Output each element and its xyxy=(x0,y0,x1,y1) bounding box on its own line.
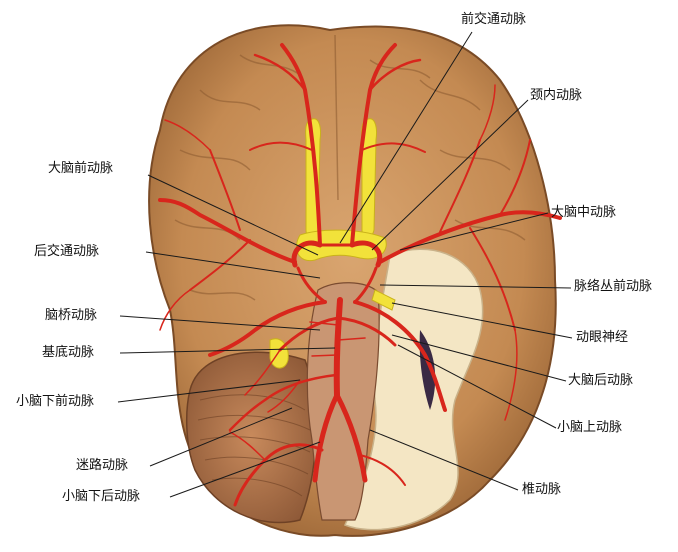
label-anterior-inferior-cerebellar-artery: 小脑下前动脉 xyxy=(16,394,94,410)
label-oculomotor-nerve: 动眼神经 xyxy=(576,330,628,346)
label-basilar-artery: 基底动脉 xyxy=(42,345,94,361)
label-posterior-inferior-cerebellar-artery: 小脑下后动脉 xyxy=(62,489,140,505)
label-anterior-communicating-artery: 前交通动脉 xyxy=(461,12,526,28)
label-superior-cerebellar-artery: 小脑上动脉 xyxy=(557,420,622,436)
label-labyrinthine-artery: 迷路动脉 xyxy=(76,458,128,474)
label-pontine-arteries: 脑桥动脉 xyxy=(45,308,97,324)
label-anterior-cerebral-artery: 大脑前动脉 xyxy=(48,161,113,177)
label-vertebral-artery: 椎动脉 xyxy=(522,482,561,498)
label-posterior-cerebral-artery: 大脑后动脉 xyxy=(568,373,633,389)
label-middle-cerebral-artery: 大脑中动脉 xyxy=(551,205,616,221)
label-posterior-communicating-artery: 后交通动脉 xyxy=(34,244,99,260)
label-internal-carotid-artery: 颈内动脉 xyxy=(530,88,582,104)
label-anterior-choroidal-artery: 脉络丛前动脉 xyxy=(574,279,652,295)
